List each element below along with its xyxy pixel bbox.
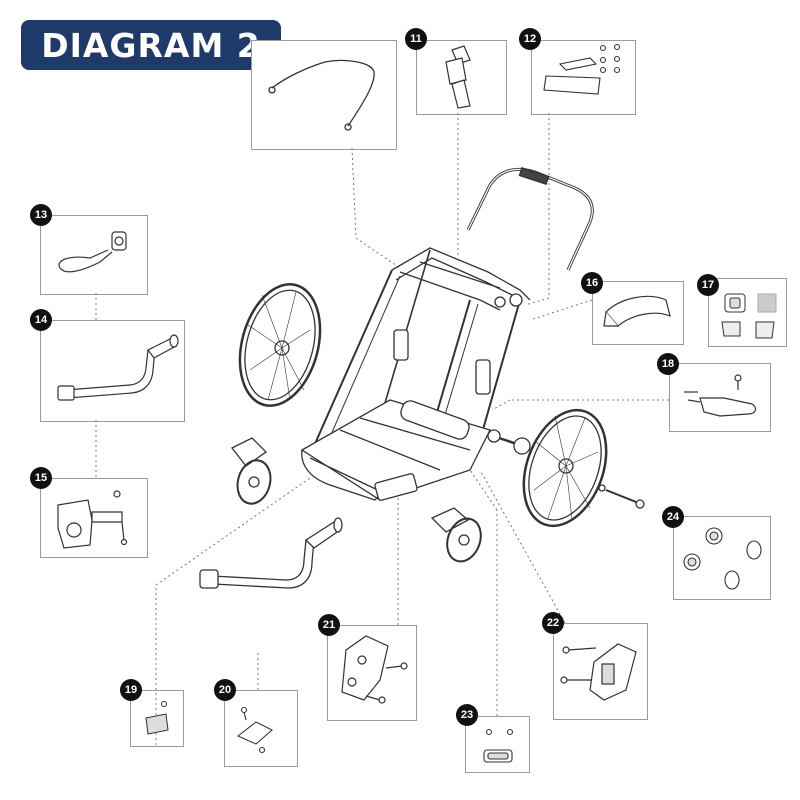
safety-strap-icon <box>58 231 127 273</box>
callout-23: 23 <box>456 704 478 726</box>
callout-11: 11 <box>405 28 427 50</box>
callout-18: 18 <box>657 353 679 375</box>
callout-22: 22 <box>542 612 564 634</box>
callout-19: 19 <box>120 679 142 701</box>
callout-16: 16 <box>581 272 603 294</box>
pad-screw-icon <box>145 701 169 735</box>
callout-21: 21 <box>318 614 340 636</box>
handle-cap-icon <box>603 295 671 327</box>
callout-17: 17 <box>697 274 719 296</box>
diagram-title: DIAGRAM 2 <box>21 20 281 70</box>
strap-buckle-icon <box>445 45 471 109</box>
bracket-screws-icon <box>543 43 621 95</box>
tow-arm-icon <box>57 334 179 401</box>
part-box-10 <box>251 40 397 150</box>
axle-bracket-icon <box>560 643 637 701</box>
hitch-coupler-icon <box>57 490 128 549</box>
part-box-23 <box>465 716 530 773</box>
hub-caps-icon <box>683 527 762 590</box>
part-box-13 <box>40 215 148 295</box>
wire-bail-icon <box>268 59 375 131</box>
wheel-mount-bracket-icon <box>341 635 408 704</box>
brake-lever-icon <box>684 374 757 417</box>
main-assembly <box>199 167 645 589</box>
clip-icon <box>236 706 273 754</box>
part-box-14 <box>40 320 185 422</box>
callout-14: 14 <box>30 309 52 331</box>
callout-15: 15 <box>30 467 52 489</box>
callout-24: 24 <box>662 506 684 528</box>
callout-12: 12 <box>519 28 541 50</box>
callout-13: 13 <box>30 204 52 226</box>
reflector-set-icon <box>721 293 777 339</box>
callout-20: 20 <box>214 679 236 701</box>
latch-icon <box>483 728 514 763</box>
